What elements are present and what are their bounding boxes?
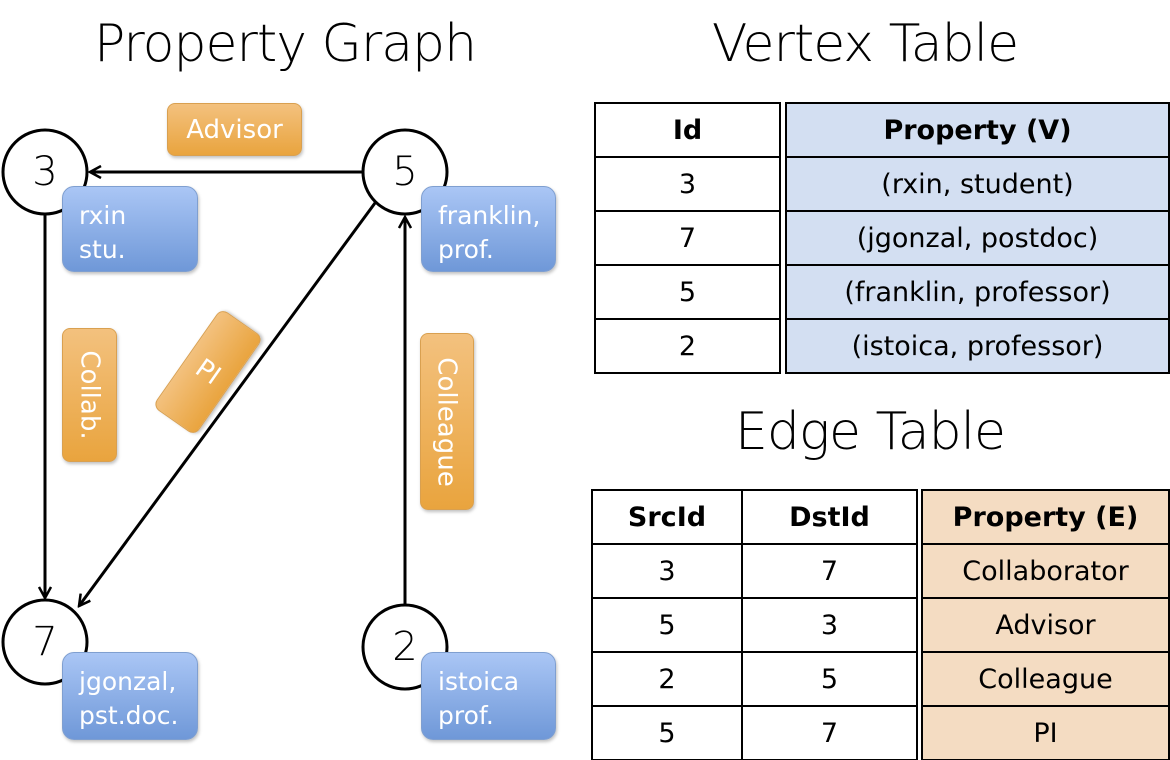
table-cell: (rxin, student) — [785, 156, 1170, 212]
vertex-label-line: stu. — [79, 235, 126, 264]
table-cell: Colleague — [921, 651, 1170, 707]
vertex-5-id: 5 — [392, 149, 418, 195]
table-cell: 2 — [594, 318, 781, 374]
table-cell: 5 — [741, 651, 918, 707]
vertex-3-label: rxin stu. — [62, 186, 198, 272]
vertex-label-line: jgonzal, — [79, 667, 177, 696]
table-cell: 5 — [594, 264, 781, 320]
table-header-cell: Id — [594, 102, 781, 158]
table-cell: (jgonzal, postdoc) — [785, 210, 1170, 266]
table-cell: 3 — [594, 156, 781, 212]
edge-label-text: PI — [189, 353, 227, 391]
edge-label-text: Colleague — [432, 356, 463, 487]
edge-5-7-arrow — [79, 202, 377, 606]
table-header-cell: Property (E) — [921, 489, 1170, 545]
vertex-2-label: istoica prof. — [421, 652, 556, 740]
graph-title: Property Graph — [93, 14, 477, 74]
vertex-label-line: rxin — [79, 201, 127, 230]
table-cell: PI — [921, 705, 1170, 760]
vertex-label-line: prof. — [438, 701, 494, 730]
table-cell: Advisor — [921, 597, 1170, 653]
vertex-label-line: prof. — [438, 235, 494, 264]
table-cell: 7 — [594, 210, 781, 266]
table-cell: 3 — [591, 543, 743, 599]
table-cell: 5 — [591, 705, 743, 760]
vertex-2-id: 2 — [392, 624, 418, 670]
vertex-label-line: franklin, — [438, 201, 541, 230]
vertex-7-id: 7 — [32, 619, 58, 665]
edge-label-text: Collab. — [74, 350, 105, 440]
table-cell: Collaborator — [921, 543, 1170, 599]
table-cell: 2 — [591, 651, 743, 707]
vertex-label-line: pst.doc. — [79, 701, 179, 730]
edge-label-colleague: Colleague — [420, 333, 474, 510]
edge-label-collab: Collab. — [62, 328, 117, 462]
table-header-cell: Property (V) — [785, 102, 1170, 158]
table-cell: (istoica, professor) — [785, 318, 1170, 374]
table-header-cell: SrcId — [591, 489, 743, 545]
edge-label-advisor: Advisor — [167, 103, 302, 156]
table-cell: 7 — [741, 543, 918, 599]
vertex-7-label: jgonzal, pst.doc. — [62, 652, 198, 740]
table-cell: 7 — [741, 705, 918, 760]
vertex-3-id: 3 — [32, 149, 58, 195]
table-cell: (franklin, professor) — [785, 264, 1170, 320]
vertex-label-line: istoica — [438, 667, 520, 696]
table-cell: 5 — [591, 597, 743, 653]
vertex-table-title: Vertex Table — [711, 14, 1019, 74]
table-header-cell: DstId — [741, 489, 918, 545]
edge-label-text: Advisor — [186, 114, 283, 145]
edge-table-title: Edge Table — [734, 402, 1006, 462]
vertex-5-label: franklin, prof. — [421, 186, 556, 272]
table-cell: 3 — [741, 597, 918, 653]
